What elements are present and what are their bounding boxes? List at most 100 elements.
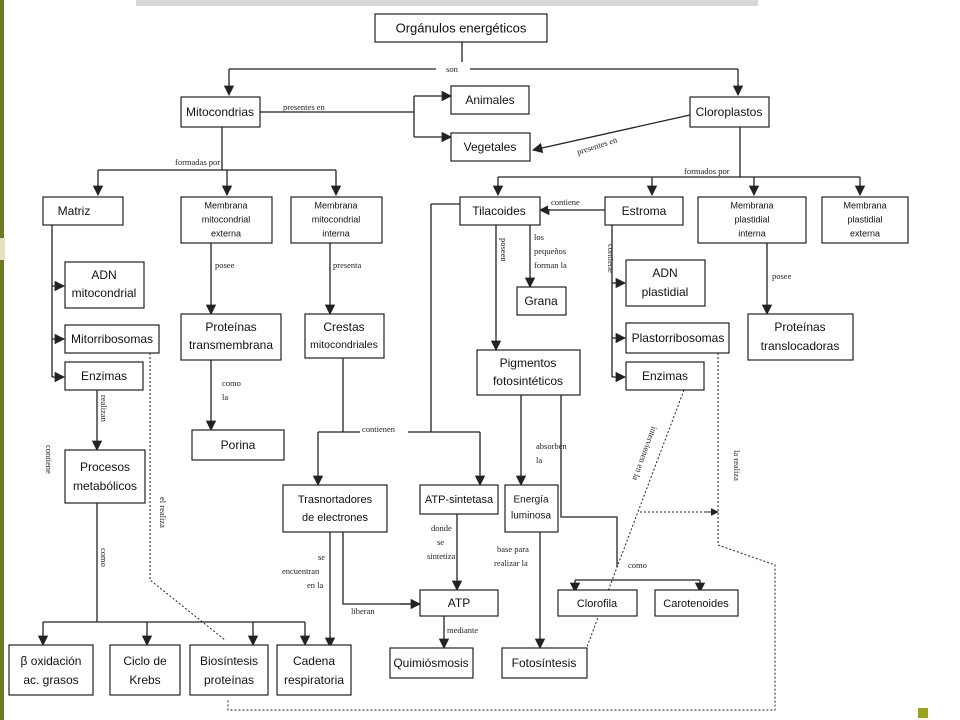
node-enzimas-cloroplasto: Enzimas (625, 361, 705, 391)
node-tilacoides: Tilacoides (459, 196, 541, 226)
node-biosintesis-proteinas: Biosíntesis proteínas (189, 644, 269, 696)
svg-text:luminosa: luminosa (511, 511, 551, 522)
label-absorben: absorben (536, 441, 567, 451)
svg-text:ATP: ATP (448, 596, 470, 610)
svg-text:transmembrana: transmembrana (189, 338, 273, 352)
label-como-2: como (628, 560, 647, 570)
svg-text:Procesos: Procesos (80, 460, 130, 474)
node-atp: ATP (419, 589, 499, 617)
node-carotenoides: Carotenoides (654, 589, 739, 617)
svg-text:Membrana: Membrana (843, 200, 886, 210)
node-animales: Animales (450, 85, 530, 115)
label-se-2: se (318, 552, 325, 562)
node-pigmentos-fotosinteticos: Pigmentos fotosintéticos (476, 349, 581, 396)
label-en-la: en la (307, 580, 324, 590)
label-presenta: presenta (333, 260, 362, 270)
node-cloroplastos: Cloroplastos (689, 96, 770, 128)
label-los: los (534, 232, 544, 242)
label-contiene: contiene (551, 197, 580, 207)
label-realizan: realizan (99, 395, 109, 423)
label-formadas-por: formadas por (175, 157, 220, 167)
node-quimiosmosis: Quimiósmosis (389, 647, 474, 679)
svg-text:mitocondriales: mitocondriales (310, 339, 378, 351)
node-estroma: Estroma (604, 196, 684, 226)
label-encuentran: encuentran (282, 566, 320, 576)
svg-text:Enzimas: Enzimas (642, 369, 688, 383)
label-como-1-la: la (222, 392, 228, 402)
label-contienen: contienen (362, 424, 396, 434)
svg-text:respiratoria: respiratoria (284, 673, 344, 687)
svg-text:Quimiósmosis: Quimiósmosis (393, 656, 468, 670)
svg-text:Proteínas: Proteínas (205, 320, 256, 334)
svg-text:Mitorribosomas: Mitorribosomas (71, 332, 153, 346)
svg-text:mitocondrial: mitocondrial (202, 214, 251, 224)
svg-text:metabólicos: metabólicos (73, 479, 137, 493)
svg-text:Carotenoides: Carotenoides (663, 598, 729, 610)
svg-text:Energía: Energía (513, 495, 548, 506)
svg-text:Membrana: Membrana (730, 200, 773, 210)
label-intervienen: intervienen en la (631, 425, 660, 482)
svg-text:externa: externa (211, 228, 241, 238)
node-membrana-mitocondrial-interna: Membrana mitocondrial interna (290, 196, 383, 244)
svg-text:Fotosíntesis: Fotosíntesis (512, 656, 577, 670)
node-clorofila: Clorofila (557, 589, 638, 617)
label-base-para: base para (497, 544, 529, 554)
svg-text:plastidial: plastidial (847, 214, 882, 224)
node-enzimas-mitocondria: Enzimas (64, 361, 144, 391)
svg-text:β oxidación: β oxidación (21, 654, 82, 668)
svg-text:Crestas: Crestas (323, 320, 364, 334)
label-presentes-en-1: presentes en (283, 102, 326, 112)
label-posee-2: posee (772, 271, 792, 281)
svg-text:Plastorribosomas: Plastorribosomas (632, 331, 725, 345)
svg-text:Enzimas: Enzimas (81, 369, 127, 383)
node-transportadores-electrones: Trasnortadores de electrones (282, 484, 388, 533)
svg-text:Ciclo de: Ciclo de (123, 654, 167, 668)
svg-text:fotosintéticos: fotosintéticos (493, 374, 563, 388)
node-organulos-energeticos: Orgánulos energéticos (374, 13, 548, 43)
node-mitocondrias: Mitocondrias (180, 96, 261, 128)
svg-text:externa: externa (850, 228, 880, 238)
label-sintetiza: sintetiza (427, 551, 456, 561)
svg-text:Pigmentos: Pigmentos (500, 356, 557, 370)
label-mediante: mediante (447, 625, 478, 635)
node-adn-mitocondrial: ADN mitocondrial (64, 261, 145, 309)
svg-text:mitocondrial: mitocondrial (72, 286, 137, 300)
svg-text:Animales: Animales (465, 93, 514, 107)
node-fotosintesis: Fotosíntesis (501, 647, 588, 679)
label-el-realiza: el realiza (158, 497, 168, 528)
label-poseen: poseen (499, 238, 509, 262)
svg-text:ADN: ADN (91, 268, 116, 282)
node-proteinas-translocadoras: Proteínas translocadoras (747, 313, 854, 361)
svg-text:Cadena: Cadena (293, 654, 335, 668)
svg-text:interna: interna (322, 228, 350, 238)
connectors (37, 42, 866, 711)
svg-text:ac. grasos: ac. grasos (23, 673, 78, 687)
svg-text:Mitocondrias: Mitocondrias (186, 105, 254, 119)
node-atp-sintetasa: ATP-sintetasa (419, 484, 499, 515)
svg-text:Biosíntesis: Biosíntesis (200, 654, 258, 668)
node-porina: Porina (191, 429, 285, 461)
label-liberan: liberan (351, 606, 375, 616)
label-formados-por: formados por (684, 166, 730, 176)
node-procesos-metabolicos: Procesos metabólicos (64, 449, 146, 504)
svg-text:Clorofila: Clorofila (577, 598, 618, 610)
top-bar (136, 0, 758, 6)
node-vegetales: Vegetales (450, 132, 531, 162)
svg-text:Vegetales: Vegetales (464, 140, 517, 154)
node-proteinas-transmembrana: Proteínas transmembrana (180, 313, 282, 361)
svg-text:Proteínas: Proteínas (774, 320, 825, 334)
svg-text:Grana: Grana (524, 294, 558, 308)
svg-text:Trasnortadores: Trasnortadores (298, 494, 373, 506)
svg-text:Tilacoides: Tilacoides (472, 204, 526, 218)
svg-text:Estroma: Estroma (622, 204, 667, 218)
label-se: se (437, 537, 444, 547)
label-absorben-la: la (536, 455, 542, 465)
node-adn-plastidial: ADN plastidial (625, 259, 706, 307)
label-realizar-la: realizar la (494, 558, 528, 568)
svg-text:ATP-sintetasa: ATP-sintetasa (425, 494, 494, 506)
svg-text:plastidial: plastidial (642, 285, 689, 299)
label-como-3: como (99, 548, 109, 567)
node-membrana-mitocondrial-externa: Membrana mitocondrial externa (180, 196, 273, 244)
label-contiene-left: contiene (44, 445, 54, 474)
